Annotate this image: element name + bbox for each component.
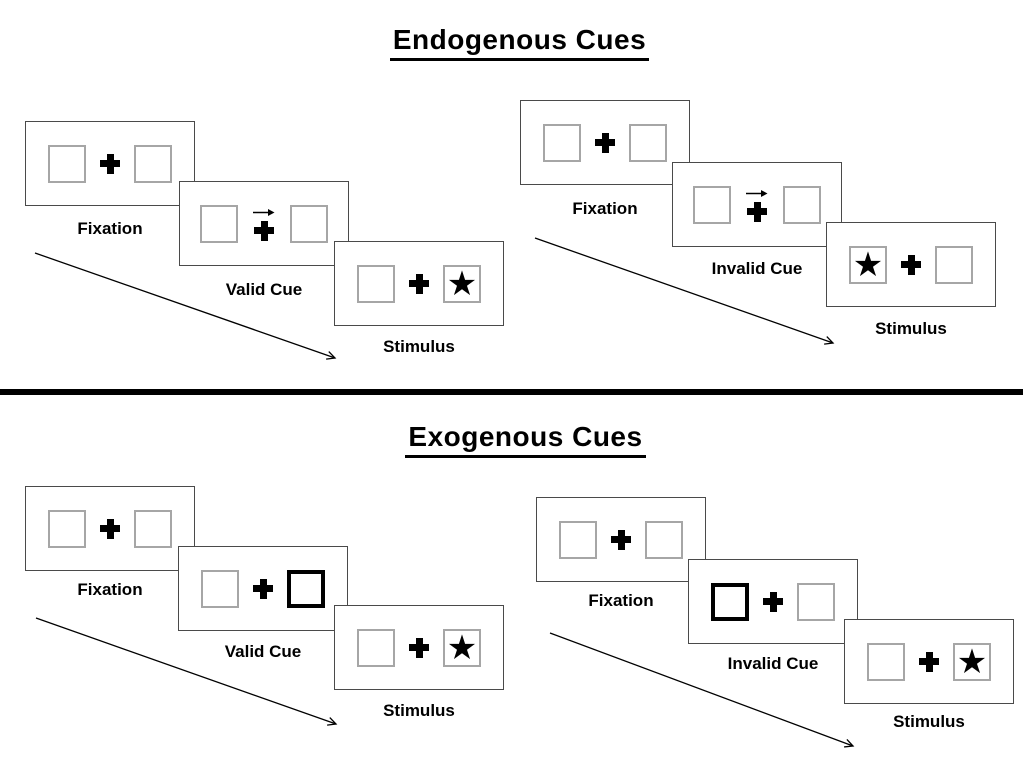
panel-label-fixation: Fixation: [77, 580, 143, 599]
panel-label-valid-cue: Valid Cue: [225, 280, 303, 299]
stimulus-panel: ★: [844, 619, 1014, 704]
fixation-cross-icon: [254, 220, 274, 241]
left-box: [867, 642, 905, 681]
fixation-cross-icon: [747, 201, 767, 222]
right-box-with-star: ★: [443, 264, 481, 303]
valid-cue-panel: [179, 181, 349, 266]
fixation-cross-icon: [763, 591, 783, 612]
right-box: [134, 509, 172, 548]
right-box: [935, 245, 973, 284]
time-arrow-exogenous-valid: [35, 617, 338, 726]
panel-label-fixation: Fixation: [588, 591, 654, 610]
panel-label-invalid-cue: Invalid Cue: [711, 259, 803, 278]
star-icon: ★: [446, 628, 478, 667]
right-arrow-icon: [253, 208, 275, 216]
star-icon: ★: [852, 245, 884, 284]
left-box: [543, 123, 581, 162]
fixation-cross-icon: [409, 273, 429, 294]
star-icon: ★: [446, 264, 478, 303]
left-box-with-star: ★: [849, 245, 887, 284]
stimulus-panel: ★: [826, 222, 996, 307]
fixation-cross-icon: [100, 153, 120, 174]
panel-label-stimulus: Stimulus: [383, 701, 455, 720]
left-box: [357, 628, 395, 667]
fixation-cross-icon: [919, 651, 939, 672]
left-box: [48, 144, 86, 183]
fixation-cross-icon: [901, 254, 921, 275]
fixation-cross-icon: [595, 132, 615, 153]
panel-label-valid-cue: Valid Cue: [224, 642, 302, 661]
right-box: [645, 520, 683, 559]
fixation-panel: [520, 100, 690, 185]
stimulus-panel: ★: [334, 605, 504, 690]
panel-label-fixation: Fixation: [77, 219, 143, 238]
right-box: [783, 185, 821, 224]
right-box: [134, 144, 172, 183]
panel-label-stimulus: Stimulus: [383, 337, 455, 356]
stimulus-panel: ★: [334, 241, 504, 326]
section-title-text: Exogenous Cues: [405, 421, 646, 458]
left-box: [693, 185, 731, 224]
section-title-text: Endogenous Cues: [389, 24, 650, 61]
right-box-with-star: ★: [443, 628, 481, 667]
valid-cue-panel: [178, 546, 348, 631]
section-title-exogenous: Exogenous Cues: [0, 421, 1023, 458]
left-box: [357, 264, 395, 303]
left-box: [201, 569, 239, 608]
panel-label-stimulus: Stimulus: [893, 712, 965, 731]
right-box-with-star: ★: [953, 642, 991, 681]
central-cue: [745, 188, 769, 222]
invalid-cue-panel: [688, 559, 858, 644]
fixation-cross-icon: [100, 518, 120, 539]
right-box: [797, 582, 835, 621]
fixation-cross-icon: [409, 637, 429, 658]
right-box: [290, 204, 328, 243]
fixation-panel: [25, 486, 195, 571]
right-box: [629, 123, 667, 162]
section-title-endogenous: Endogenous Cues: [0, 24, 1023, 61]
section-divider: [0, 389, 1023, 395]
fixation-panel: [536, 497, 706, 582]
time-arrow-endogenous-invalid: [534, 237, 835, 345]
fixation-cross-icon: [611, 529, 631, 550]
panel-label-invalid-cue: Invalid Cue: [727, 654, 819, 673]
star-icon: ★: [956, 642, 988, 681]
left-box: [559, 520, 597, 559]
right-arrow-icon: [746, 189, 768, 197]
central-cue: [252, 207, 276, 241]
panel-label-fixation: Fixation: [572, 199, 638, 218]
panel-label-stimulus: Stimulus: [875, 319, 947, 338]
left-box: [48, 509, 86, 548]
right-cue-box: [287, 569, 325, 608]
invalid-cue-panel: [672, 162, 842, 247]
time-arrow-endogenous-valid: [34, 252, 337, 360]
left-box: [200, 204, 238, 243]
fixation-panel: [25, 121, 195, 206]
time-arrow-exogenous-invalid: [549, 632, 855, 748]
left-cue-box: [711, 582, 749, 621]
fixation-cross-icon: [253, 578, 273, 599]
